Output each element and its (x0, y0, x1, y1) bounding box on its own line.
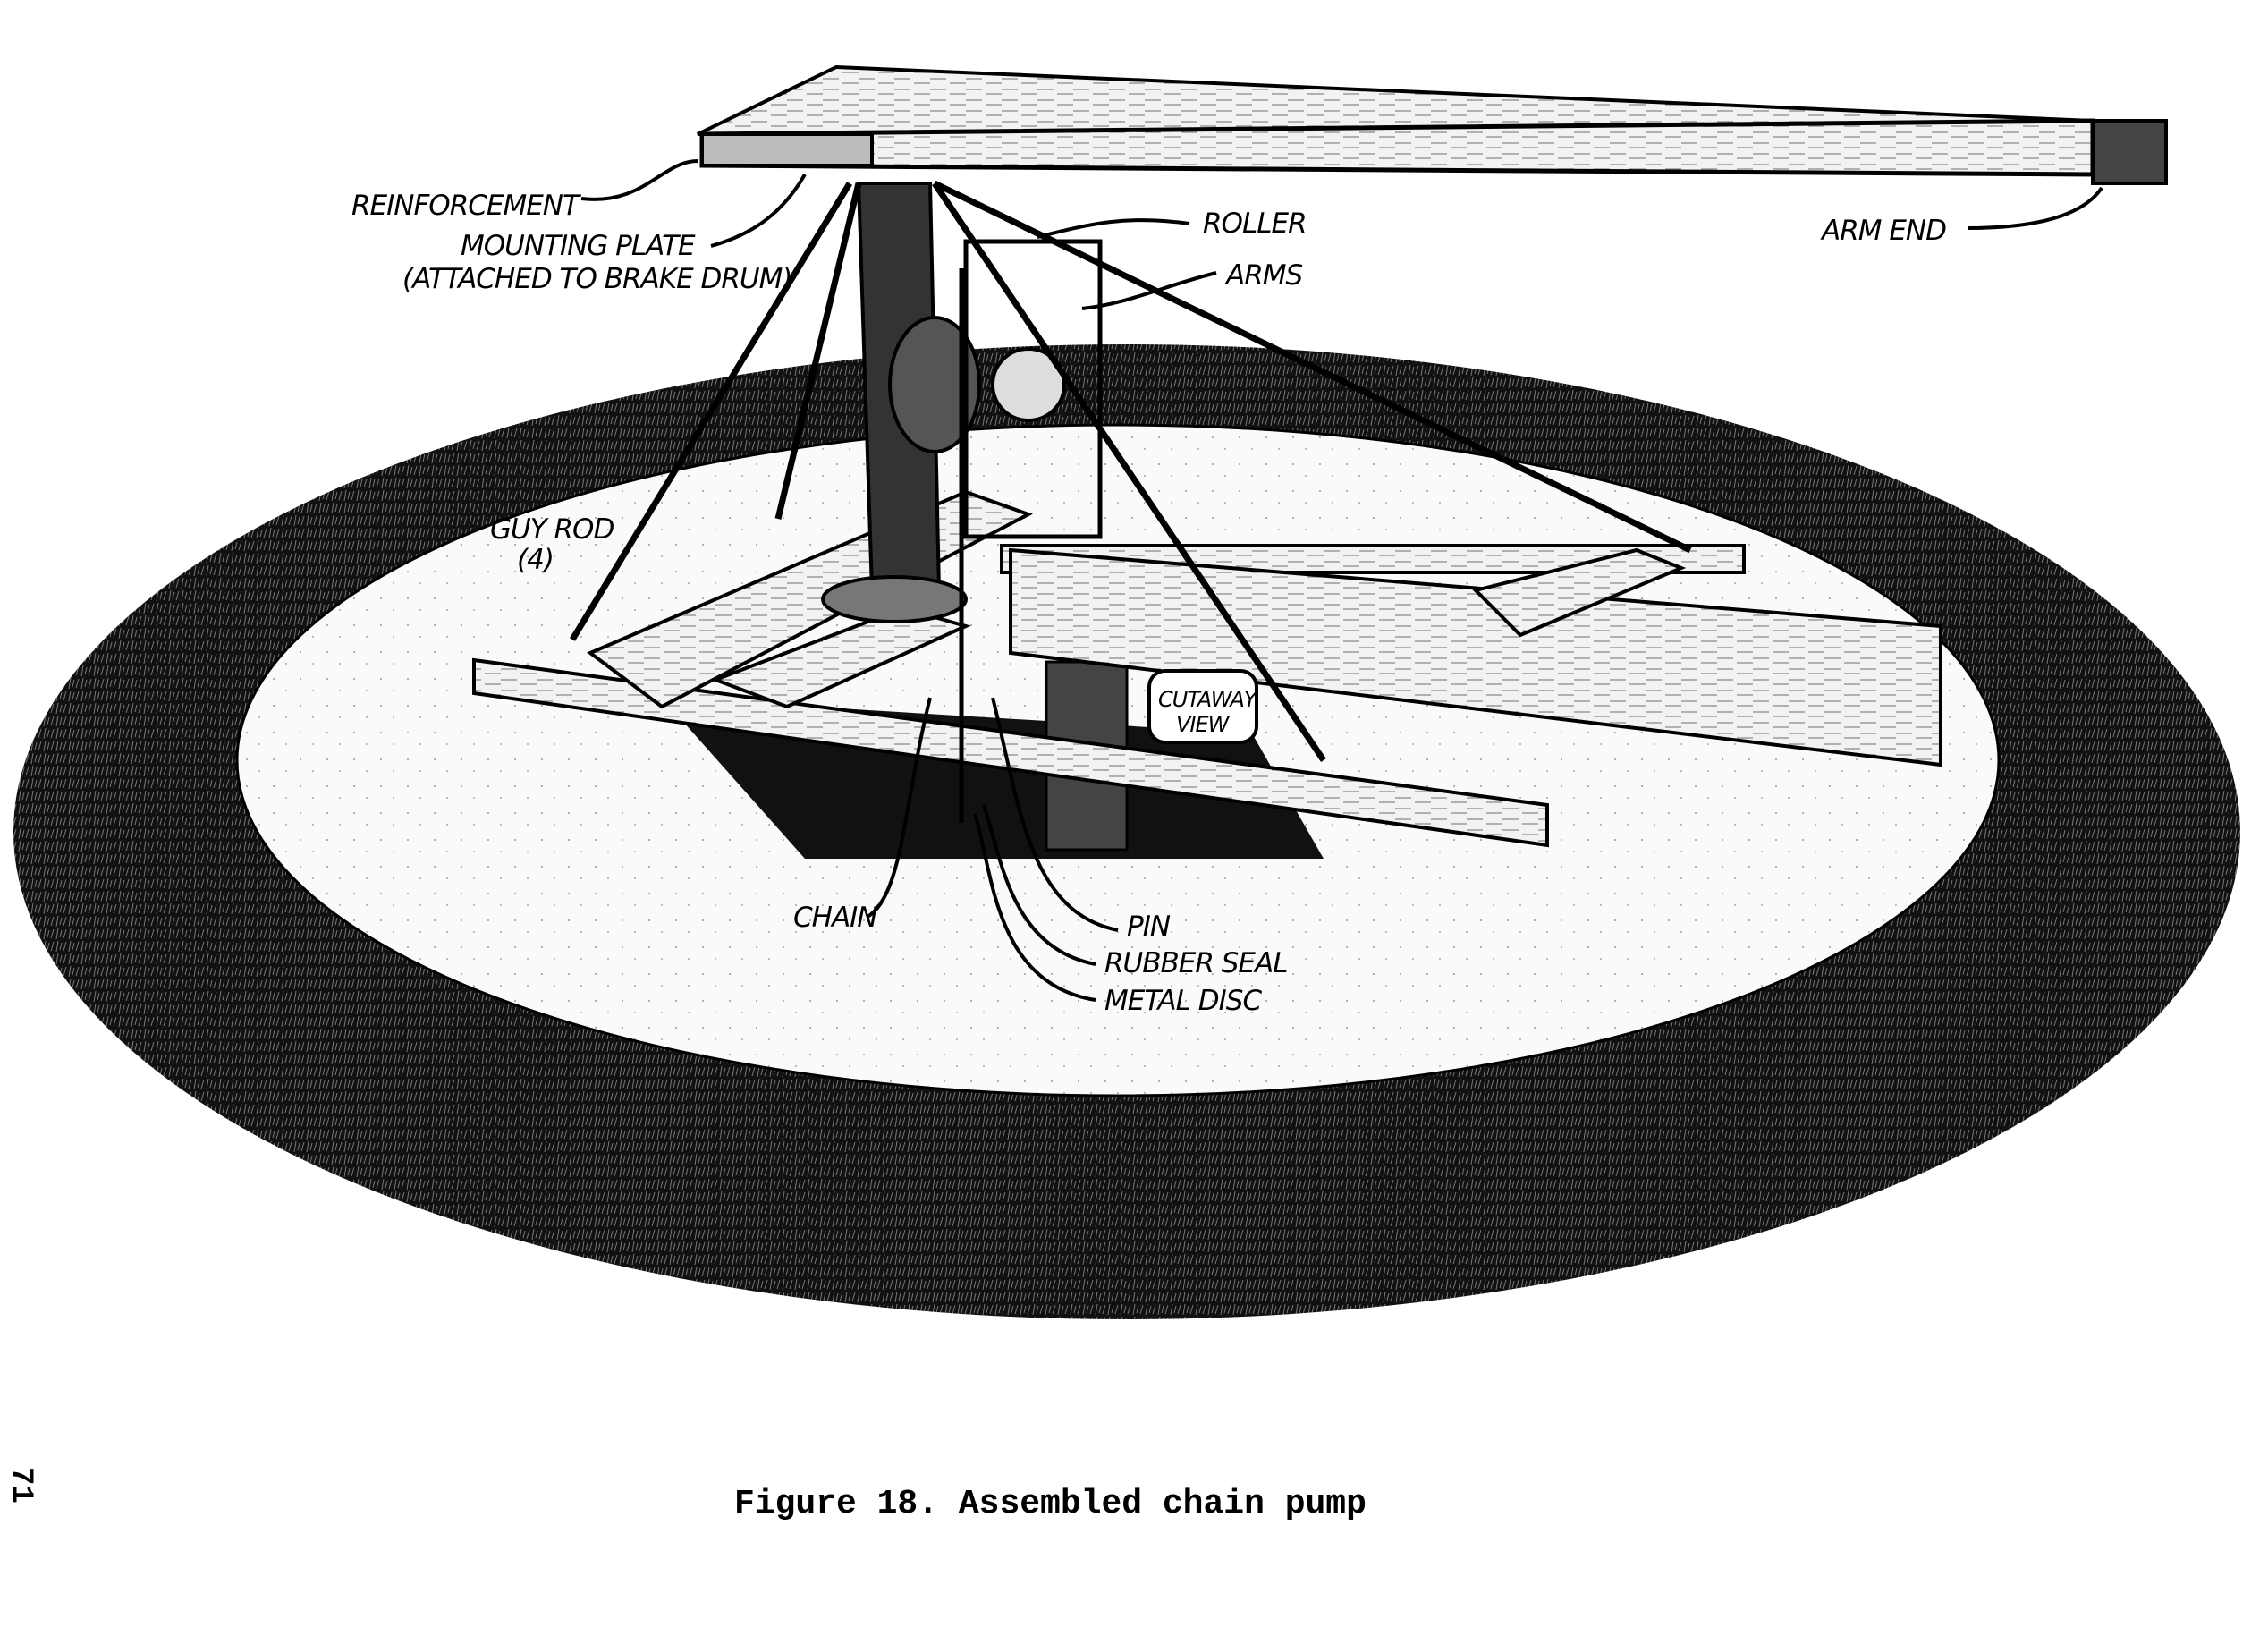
label-arm-end: ARM END (1820, 215, 1946, 247)
guy-rods (570, 180, 1692, 762)
brake-drum (888, 316, 981, 453)
label-arms: ARMS (1224, 259, 1302, 292)
trough (1009, 547, 1942, 767)
label-roller: ROLLER (1203, 208, 1307, 240)
reinforcement-plate (700, 132, 874, 167)
label-cutaway: CUTAWAY (1158, 687, 1259, 712)
figure-caption: Figure 18. Assembled chain pump (734, 1485, 1367, 1523)
page-number: 71 (4, 1467, 38, 1504)
label-mounting-plate-note: (ATTACHED TO BRAKE DRUM) (402, 263, 791, 295)
label-view: VIEW (1176, 712, 1231, 737)
frame-board-front (472, 657, 1549, 848)
label-mounting-plate: MOUNTING PLATE (461, 230, 696, 262)
trough-board (1472, 547, 1687, 638)
arm-end-block (2091, 119, 2168, 185)
label-guy-rod: GUY ROD (490, 513, 614, 546)
label-chain: CHAIN (793, 902, 877, 934)
label-rubber-seal: RUBBER SEAL (1104, 947, 1288, 979)
label-reinforcement: REINFORCEMENT (351, 190, 581, 222)
frame-board-diag (710, 606, 971, 709)
leader-lines (580, 159, 2103, 1002)
base-plate (821, 575, 968, 623)
label-guy-rod-count: (4) (517, 544, 554, 576)
label-metal-disc: METAL DISC (1104, 985, 1262, 1017)
roller (991, 347, 1066, 422)
label-pin: PIN (1127, 911, 1171, 943)
arms-frame (963, 239, 1103, 539)
cutaway-callout-box (1147, 669, 1258, 744)
